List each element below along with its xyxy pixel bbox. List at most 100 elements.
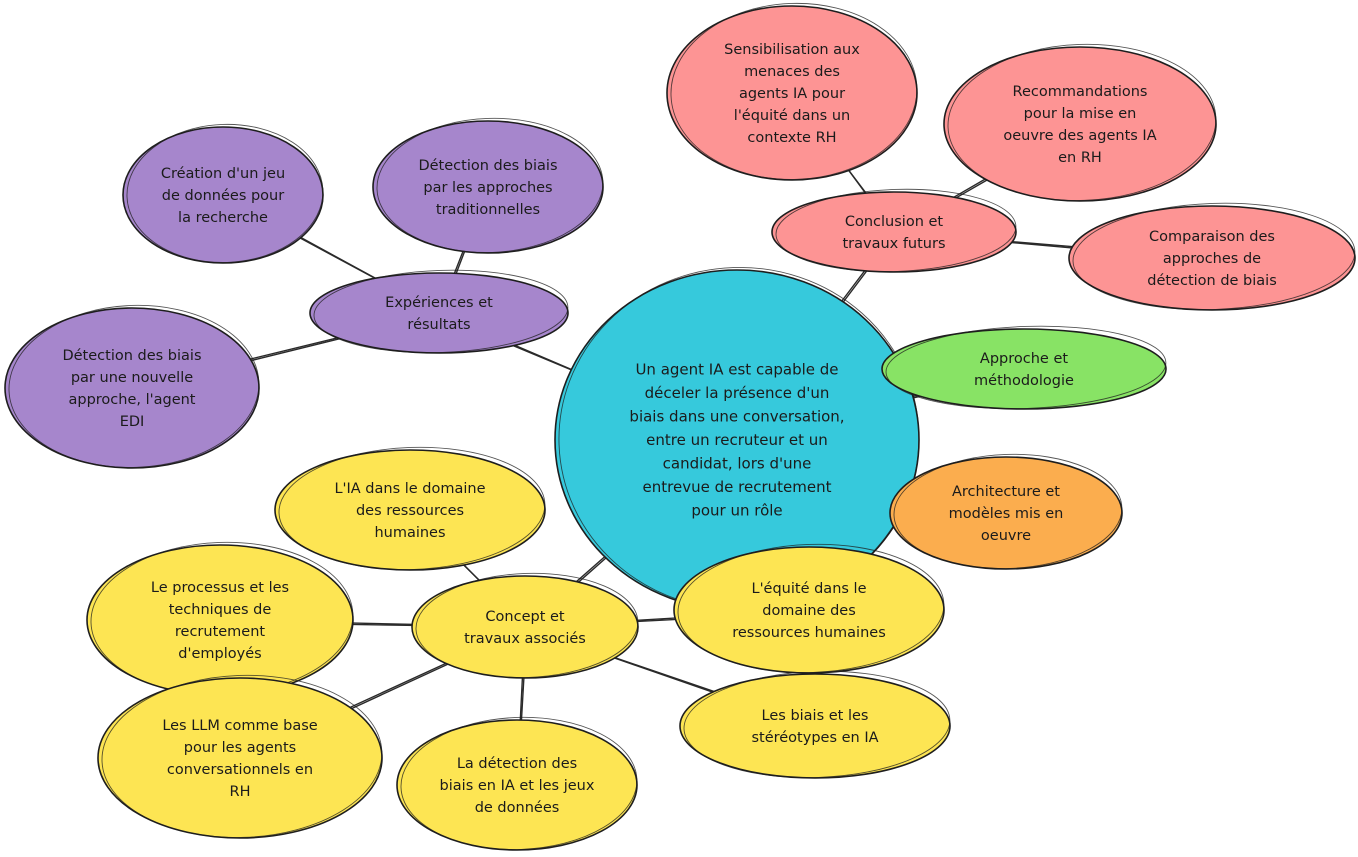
- node-experiences-bubble: [309, 272, 569, 354]
- node-llm-sketch-outline: [101, 674, 383, 838]
- connector-conclusion-to-comparaison-sketch: [1003, 241, 1085, 250]
- connector-concept-to-biais_stereo-sketch: [606, 654, 726, 697]
- node-detection-jeux-sketch-outline: [400, 716, 638, 850]
- node-ia-rh-label-line: des ressources: [356, 503, 464, 519]
- node-recommandations-label-line: Recommandations: [1013, 84, 1148, 100]
- node-detection-edi-label-line: par une nouvelle: [71, 370, 193, 386]
- node-architecture[interactable]: Architecture et modèles mis en oeuvre: [889, 450, 1124, 572]
- node-detection-jeux-label-line: biais en IA et les jeux: [440, 778, 595, 794]
- node-creation-sketch-outline: [126, 123, 324, 263]
- connector-concept-to-llm-sketch: [341, 659, 458, 714]
- node-creation-label-line: de données pour: [162, 188, 284, 204]
- node-llm-bubble: [97, 677, 383, 839]
- node-approche[interactable]: Approche et méthodologie: [881, 322, 1167, 414]
- node-llm-label-line: conversationnels en: [167, 762, 313, 778]
- node-center-label-line: déceler la présence d'un: [645, 384, 830, 402]
- node-detection-jeux-label-line: de données: [475, 800, 560, 816]
- node-comparaison-bubble: [1068, 205, 1356, 311]
- node-concept-label-line: Concept et: [485, 609, 564, 625]
- connector-concept-to-processus-sketch: [343, 623, 425, 627]
- node-llm[interactable]: Les LLM comme base pour les agents convers…: [97, 671, 385, 843]
- node-sensibilisation-label-line: l'équité dans un: [734, 108, 850, 124]
- node-biais-stereo[interactable]: Les biais et les stéréotypes en IA: [679, 667, 952, 782]
- node-equite-sketch-outline: [677, 543, 945, 674]
- node-sensibilisation-label-line: contexte RH: [747, 130, 836, 146]
- node-equite-label-line: domaine des: [762, 603, 856, 619]
- node-processus-label-line: recrutement: [175, 624, 266, 640]
- node-center-label-line: entre un recruteur et un: [646, 431, 828, 449]
- node-processus-label-line: Le processus et les: [151, 580, 289, 596]
- connector-concept-to-llm: [340, 658, 456, 713]
- node-conclusion-label-line: travaux futurs: [842, 236, 945, 252]
- node-architecture-label-line: oeuvre: [981, 528, 1031, 544]
- node-approche-bubble: [881, 328, 1167, 410]
- node-conclusion-sketch-outline: [775, 188, 1017, 273]
- node-equite-label-line: ressources humaines: [732, 625, 886, 641]
- node-biais-stereo-bubble: [679, 673, 951, 779]
- node-detection-jeux-label-line: La détection des: [457, 756, 577, 772]
- node-center-label-line: pour un rôle: [691, 502, 782, 520]
- node-sensibilisation-label-line: agents IA pour: [739, 86, 845, 102]
- node-approche-sketch-outline: [885, 325, 1167, 410]
- node-experiences-sketch-outline: [313, 269, 569, 354]
- node-detection-trad-sketch-outline: [376, 117, 604, 253]
- node-center-label-line: entrevue de recrutement: [643, 478, 832, 496]
- node-detection-trad[interactable]: Détection des biais par les approches trad…: [372, 115, 605, 257]
- node-sensibilisation-sketch-outline: [670, 2, 918, 180]
- node-detection-edi-label-line: EDI: [120, 414, 145, 430]
- node-concept-label-line: travaux associés: [464, 631, 586, 647]
- node-detection-trad-label-line: Détection des biais: [418, 158, 557, 174]
- connector-experiences-to-detection_edi-sketch: [241, 335, 350, 364]
- node-architecture-label-line: modèles mis en: [949, 506, 1064, 522]
- node-architecture-sketch-outline: [893, 453, 1123, 569]
- node-recommandations-label-line: oeuvre des agents IA: [1003, 128, 1156, 144]
- node-creation-label-line: Création d'un jeu: [161, 166, 285, 182]
- node-equite-bubble: [673, 546, 945, 674]
- node-comparaison-label-line: détection de biais: [1147, 273, 1277, 289]
- node-recommandations-sketch-outline: [947, 43, 1217, 201]
- node-processus-label-line: d'employés: [178, 646, 261, 662]
- node-conclusion-bubble: [771, 191, 1017, 273]
- node-ia-rh-bubble: [274, 449, 546, 571]
- node-experiences[interactable]: Expériences et résultats: [309, 266, 569, 357]
- node-approche-label-line: méthodologie: [974, 373, 1074, 389]
- connector-center-to-experiences-sketch: [506, 342, 583, 376]
- connector-conclusion-to-comparaison: [1001, 240, 1084, 249]
- node-sensibilisation-label-line: Sensibilisation aux: [724, 42, 860, 58]
- node-ia-rh-label-line: L'IA dans le domaine: [334, 481, 485, 497]
- node-detection-jeux[interactable]: La détection des biais en IA et les jeux d…: [396, 713, 639, 853]
- node-detection-trad-label-line: traditionnelles: [436, 202, 540, 218]
- node-comparaison-sketch-outline: [1072, 202, 1356, 311]
- connector-experiences-to-creation-sketch: [292, 233, 387, 285]
- node-detection-edi-label-line: Détection des biais: [62, 348, 201, 364]
- node-architecture-label-line: Architecture et: [952, 484, 1060, 500]
- node-concept[interactable]: Concept et travaux associés: [411, 570, 640, 682]
- node-biais-stereo-label-line: Les biais et les: [762, 708, 869, 724]
- node-equite[interactable]: L'équité dans le domaine des ressources hu…: [673, 540, 946, 677]
- node-detection-edi-sketch-outline: [8, 304, 260, 468]
- node-processus[interactable]: Le processus et les techniques de recrutem…: [86, 538, 356, 699]
- node-ia-rh[interactable]: L'IA dans le domaine des ressources humain…: [274, 443, 547, 574]
- node-approche-label-line: Approche et: [980, 351, 1068, 367]
- node-recommandations-label-line: pour la mise en: [1024, 106, 1137, 122]
- node-recommandations[interactable]: Recommandations pour la mise en oeuvre des…: [943, 40, 1219, 205]
- connector-concept-to-processus: [342, 622, 423, 626]
- node-llm-label-line: Les LLM comme base: [162, 718, 317, 734]
- node-experiences-label-line: résultats: [407, 317, 470, 333]
- node-detection-trad-label-line: par les approches: [423, 180, 552, 196]
- node-experiences-label-line: Expériences et: [385, 295, 493, 311]
- node-llm-label-line: pour les agents: [184, 740, 296, 756]
- node-processus-label-line: techniques de: [169, 602, 272, 618]
- node-ia-rh-label-line: humaines: [374, 525, 445, 541]
- node-recommandations-label-line: en RH: [1058, 150, 1102, 166]
- node-biais-stereo-label-line: stéréotypes en IA: [751, 730, 878, 746]
- node-concept-bubble: [411, 575, 639, 679]
- node-equite-label-line: L'équité dans le: [751, 581, 866, 597]
